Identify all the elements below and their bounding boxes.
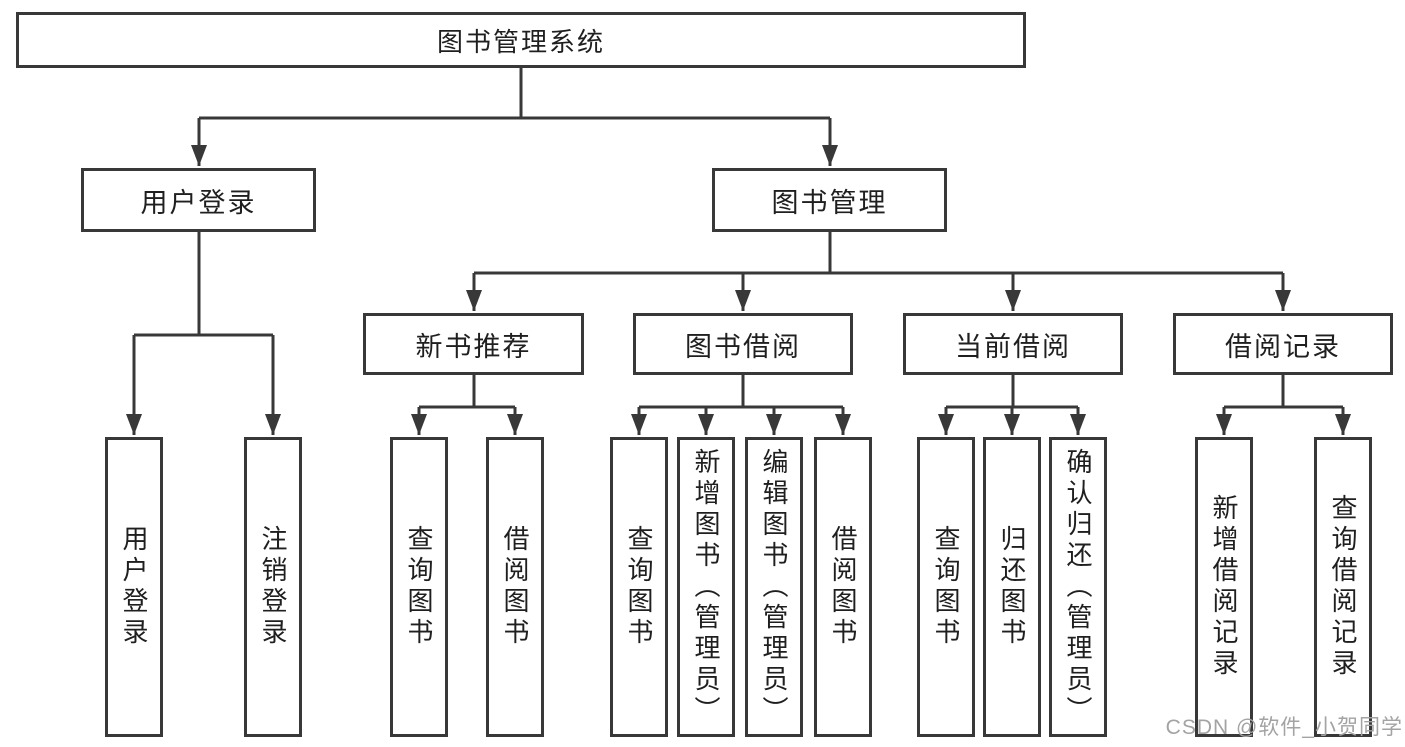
leaf-confirm-return-admin: 确认归还（管理员） [1049,437,1107,737]
node-label: 归还图书 [997,525,1027,649]
node-borrow-record: 借阅记录 [1173,313,1393,375]
edges-borrow-record [1216,375,1351,435]
node-label: 用户登录 [140,187,257,218]
leaf-query-books-current: 查询图书 [917,437,975,737]
csdn-watermark: CSDN @软件_小贺同学 [1165,716,1403,739]
leaf-add-books-admin: 新增图书（管理员） [677,437,735,737]
node-label: 借阅记录 [1225,331,1341,362]
leaf-add-borrow-record: 新增借阅记录 [1195,437,1253,737]
leaf-logout: 注销登录 [244,437,302,737]
node-label: 查询图书 [404,525,434,649]
node-book-borrow: 图书借阅 [633,313,853,375]
leaf-borrow-books: 借阅图书 [814,437,872,737]
node-new-book-recommend: 新书推荐 [363,313,584,375]
edges-book-management [466,232,1291,311]
node-current-borrow: 当前借阅 [903,313,1123,375]
node-label: 图书管理 [771,187,888,218]
leaf-query-books-borrow: 查询图书 [610,437,668,737]
node-user-login: 用户登录 [81,168,316,232]
edges-root [191,68,838,166]
node-label: 编辑图书（管理员） [759,447,789,727]
node-label: 借阅图书 [828,525,858,649]
node-label: 用户登录 [119,525,149,649]
node-label: 查询借阅记录 [1328,494,1358,680]
edges-new-book-recommend [411,375,523,435]
leaf-return-books: 归还图书 [983,437,1041,737]
leaf-query-books-recommend: 查询图书 [390,437,448,737]
leaf-edit-books-admin: 编辑图书（管理员） [745,437,803,737]
leaf-user-login: 用户登录 [105,437,163,737]
node-label: 查询图书 [931,525,961,649]
edges-book-borrow [631,375,851,435]
node-label: 图书管理系统 [436,26,605,57]
node-label: 借阅图书 [500,525,530,649]
node-label: 新书推荐 [415,331,532,362]
node-label: 新增借阅记录 [1209,494,1239,680]
node-label: 当前借阅 [955,331,1071,362]
node-book-management: 图书管理 [712,168,947,232]
node-label: 确认归还（管理员） [1063,447,1093,727]
node-label: 新增图书（管理员） [691,447,721,727]
leaf-borrow-books-recommend: 借阅图书 [486,437,544,737]
node-label: 注销登录 [258,525,288,649]
edges-current-borrow [938,375,1086,435]
edges-user-login [126,232,281,435]
leaf-query-borrow-record: 查询借阅记录 [1314,437,1372,737]
edges [126,68,1351,435]
node-label: 图书借阅 [685,331,801,362]
node-label: 查询图书 [624,525,654,649]
node-library-management-system: 图书管理系统 [16,12,1026,68]
